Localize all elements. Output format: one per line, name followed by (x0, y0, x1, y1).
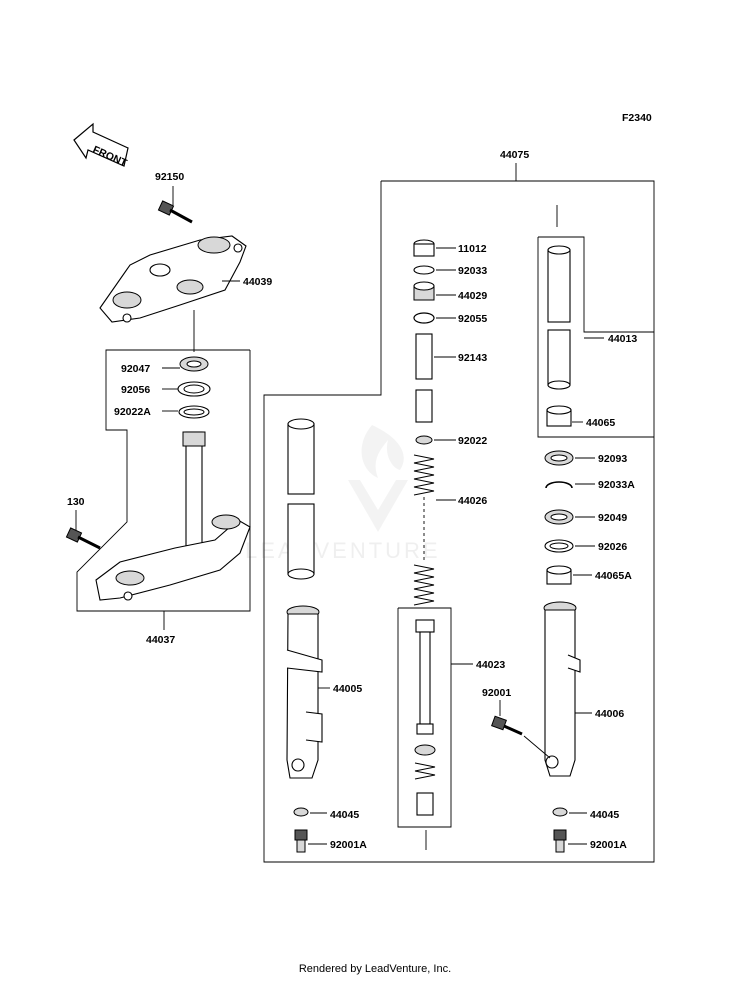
label-44006: 44006 (595, 708, 624, 720)
front-arrow-icon: FRONT (73, 122, 129, 170)
label-44023: 44023 (476, 659, 505, 671)
label-44065A: 44065A (595, 570, 632, 582)
label-92022A: 92022A (114, 406, 151, 418)
figure-code: F2340 (622, 112, 652, 124)
washer-92022 (415, 435, 433, 445)
label-92049: 92049 (598, 512, 627, 524)
bolt-92001A-left (294, 829, 308, 853)
label-92001A-left: 92001A (330, 839, 367, 851)
label-92143: 92143 (458, 352, 487, 364)
label-11012: 11012 (458, 243, 487, 255)
clip-92033A (545, 481, 573, 489)
label-44013: 44013 (608, 333, 637, 345)
label-92001: 92001 (482, 687, 511, 699)
label-44075: 44075 (500, 149, 529, 161)
label-92033: 92033 (458, 265, 487, 277)
inner-tube-44013 (547, 245, 571, 390)
bolt-130 (65, 527, 101, 550)
label-44065: 44065 (586, 417, 615, 429)
outer-tube-44005 (286, 605, 323, 779)
bolt-92001 (491, 715, 523, 736)
label-130: 130 (67, 496, 85, 508)
spring-44026 (413, 454, 435, 606)
label-92022: 92022 (458, 435, 487, 447)
bolt-92150 (157, 200, 193, 224)
label-44039: 44039 (243, 276, 272, 288)
spacer-92143 (415, 333, 433, 380)
washer-44045-left (293, 807, 309, 817)
label-44029: 44029 (458, 290, 487, 302)
label-92150: 92150 (155, 171, 184, 183)
ring-92033 (413, 265, 435, 275)
oring-92055 (413, 312, 435, 324)
cap-11012 (413, 243, 435, 257)
damper-rod-44023 (414, 619, 436, 816)
label-92055: 92055 (458, 313, 487, 325)
label-92001A-right: 92001A (590, 839, 627, 851)
outer-tube-44006 (543, 601, 581, 777)
label-44005: 44005 (333, 683, 362, 695)
label-92047: 92047 (121, 363, 150, 375)
watermark-logo: LEADVENTURE (245, 425, 441, 563)
upper-bracket-44039 (99, 235, 247, 323)
label-92056: 92056 (121, 384, 150, 396)
label-44045-right: 44045 (590, 809, 619, 821)
label-92093: 92093 (598, 453, 627, 465)
label-92033A: 92033A (598, 479, 635, 491)
footer-credit: Rendered by LeadVenture, Inc. (298, 963, 452, 975)
label-44026: 44026 (458, 495, 487, 507)
inner-tube-left (287, 418, 315, 580)
bolt-92001A-right (553, 829, 567, 853)
label-44045-left: 44045 (330, 809, 359, 821)
washer-44045-right (552, 807, 568, 817)
label-92026: 92026 (598, 541, 627, 553)
label-44037: 44037 (146, 634, 175, 646)
watermark-text: LEADVENTURE (245, 538, 441, 563)
steering-stem-44037 (95, 431, 251, 601)
